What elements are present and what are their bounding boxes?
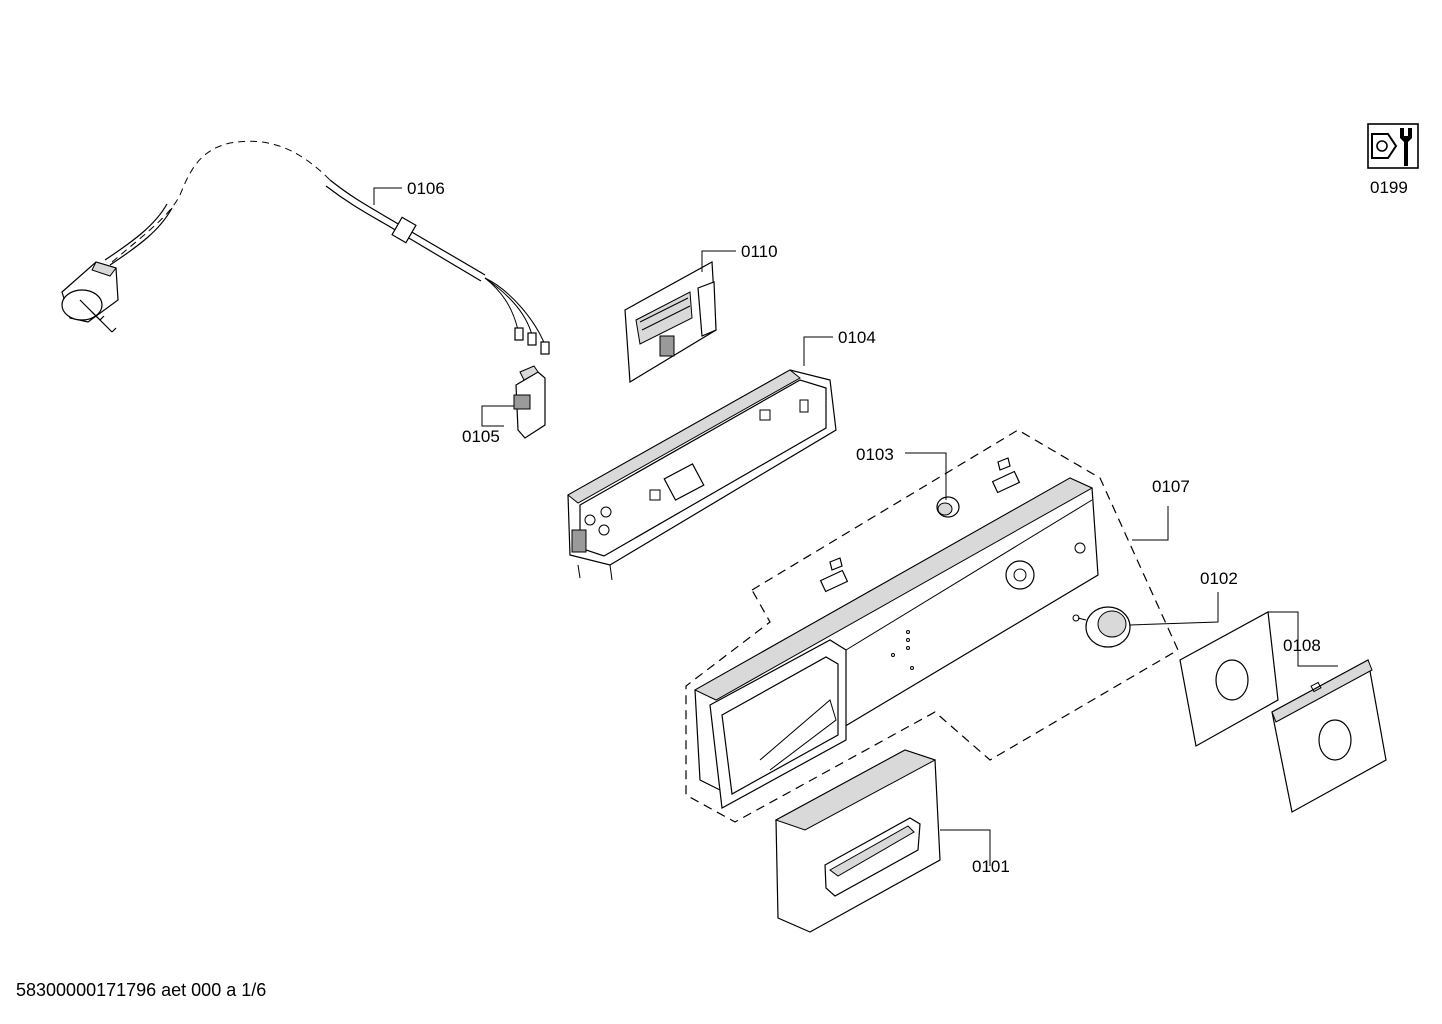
control-panel-fascia[interactable] [693, 477, 1099, 809]
label-0106: 0106 [407, 179, 445, 198]
control-panel-group-0107 [685, 429, 1179, 823]
suppressor-0105[interactable] [513, 365, 546, 439]
drawer-handle-0101[interactable] [774, 749, 941, 933]
button-0103[interactable] [936, 496, 960, 518]
label-0103: 0103 [856, 445, 894, 464]
label-0107: 0107 [1152, 477, 1190, 496]
cover-plate-front-0108[interactable] [1179, 611, 1279, 747]
label-0102: 0102 [1200, 569, 1238, 588]
circuit-board-0110[interactable] [624, 261, 717, 384]
label-0105: 0105 [462, 427, 500, 446]
label-0104: 0104 [838, 328, 876, 347]
indicator-pins [819, 457, 1021, 593]
document-reference: 58300000171796 aet 000 a 1/6 [16, 980, 267, 1000]
cover-plate-back-0108[interactable] [1271, 659, 1387, 813]
power-cord-0106[interactable] [61, 140, 550, 355]
label-0108: 0108 [1283, 636, 1321, 655]
part-labels: 0106 0110 0104 0105 0103 0107 0102 0108 … [407, 178, 1408, 876]
label-0101: 0101 [972, 857, 1010, 876]
label-0110: 0110 [741, 242, 778, 261]
leader-lines [373, 187, 1338, 866]
wrench-nut-icon[interactable] [1367, 123, 1419, 169]
knob-0102[interactable] [1072, 606, 1131, 648]
electronics-housing-0104[interactable] [567, 369, 837, 581]
label-0199: 0199 [1370, 178, 1408, 197]
